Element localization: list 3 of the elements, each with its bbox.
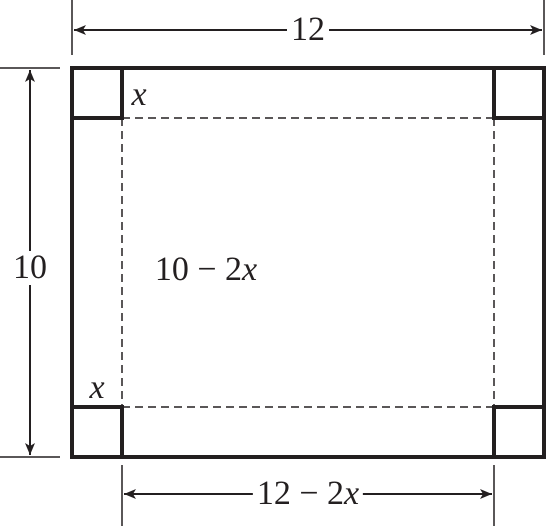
dimension-label: 10 − 2x (154, 253, 258, 287)
variable-label: x (88, 371, 106, 405)
variable-label: x (130, 78, 148, 112)
